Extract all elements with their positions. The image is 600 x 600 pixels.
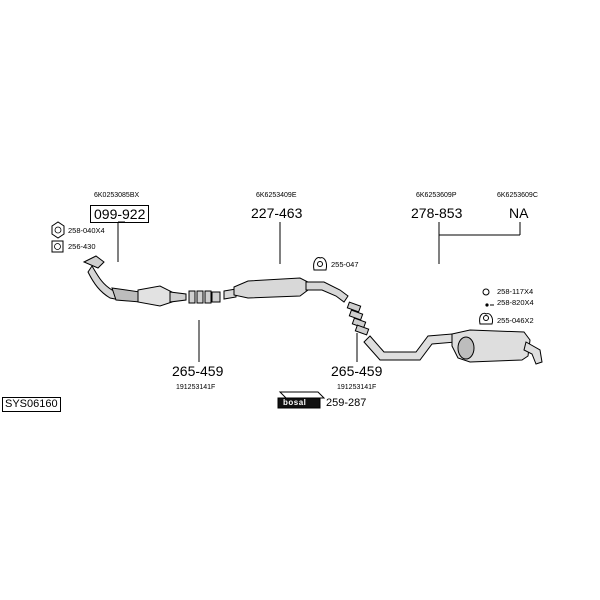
clamp-right-drawing: [346, 301, 370, 336]
hanger-mid-icon: [313, 257, 327, 271]
part-number-clamp-right[interactable]: 265-459: [331, 363, 383, 379]
gasket-icon: [51, 240, 64, 253]
bosal-logo-box: [277, 391, 326, 409]
oem-rear-silencer-alt: 6K6253609C: [497, 192, 538, 199]
part-number-front-pipe[interactable]: 099-922: [90, 205, 150, 223]
bosal-logo-text: bosal: [283, 398, 307, 407]
oem-center-silencer: 6K6253409E: [256, 192, 297, 199]
gasket-label[interactable]: 256-430: [68, 242, 96, 251]
bolt-rear-icon: [485, 303, 489, 307]
screw-rear-label[interactable]: 258-117X4: [497, 287, 534, 296]
hanger-rear-label[interactable]: 255-046X2: [497, 316, 534, 325]
part-number-rear-silencer[interactable]: 278-853: [411, 205, 463, 221]
part-number-center-silencer[interactable]: 227-463: [251, 205, 303, 221]
rear-silencer-drawing: [363, 329, 543, 365]
oem-front-pipe: 6K0253085BX: [94, 192, 140, 199]
system-code: SYS06160: [2, 397, 61, 412]
part-number-rear-silencer-alt[interactable]: NA: [509, 205, 529, 221]
clamp-left-drawing: [188, 290, 221, 304]
bosal-part-number[interactable]: 259-287: [326, 397, 367, 409]
center-silencer-drawing: [223, 277, 349, 303]
hanger-mid-label[interactable]: 255-047: [331, 260, 359, 269]
oem-rear-silencer: 6K6253609P: [416, 192, 457, 199]
nut-label[interactable]: 258-040X4: [68, 226, 105, 235]
nut-icon: [51, 221, 65, 239]
oem-clamp-right: 191253141F: [337, 384, 377, 391]
oem-clamp-left: 191253141F: [176, 384, 216, 391]
part-number-clamp-left[interactable]: 265-459: [172, 363, 224, 379]
hanger-rear-icon: [479, 312, 493, 325]
front-pipe-drawing: [82, 255, 187, 307]
screw-rear-icon: [482, 288, 490, 296]
bolt-rear-label[interactable]: 258-820X4: [497, 298, 534, 307]
